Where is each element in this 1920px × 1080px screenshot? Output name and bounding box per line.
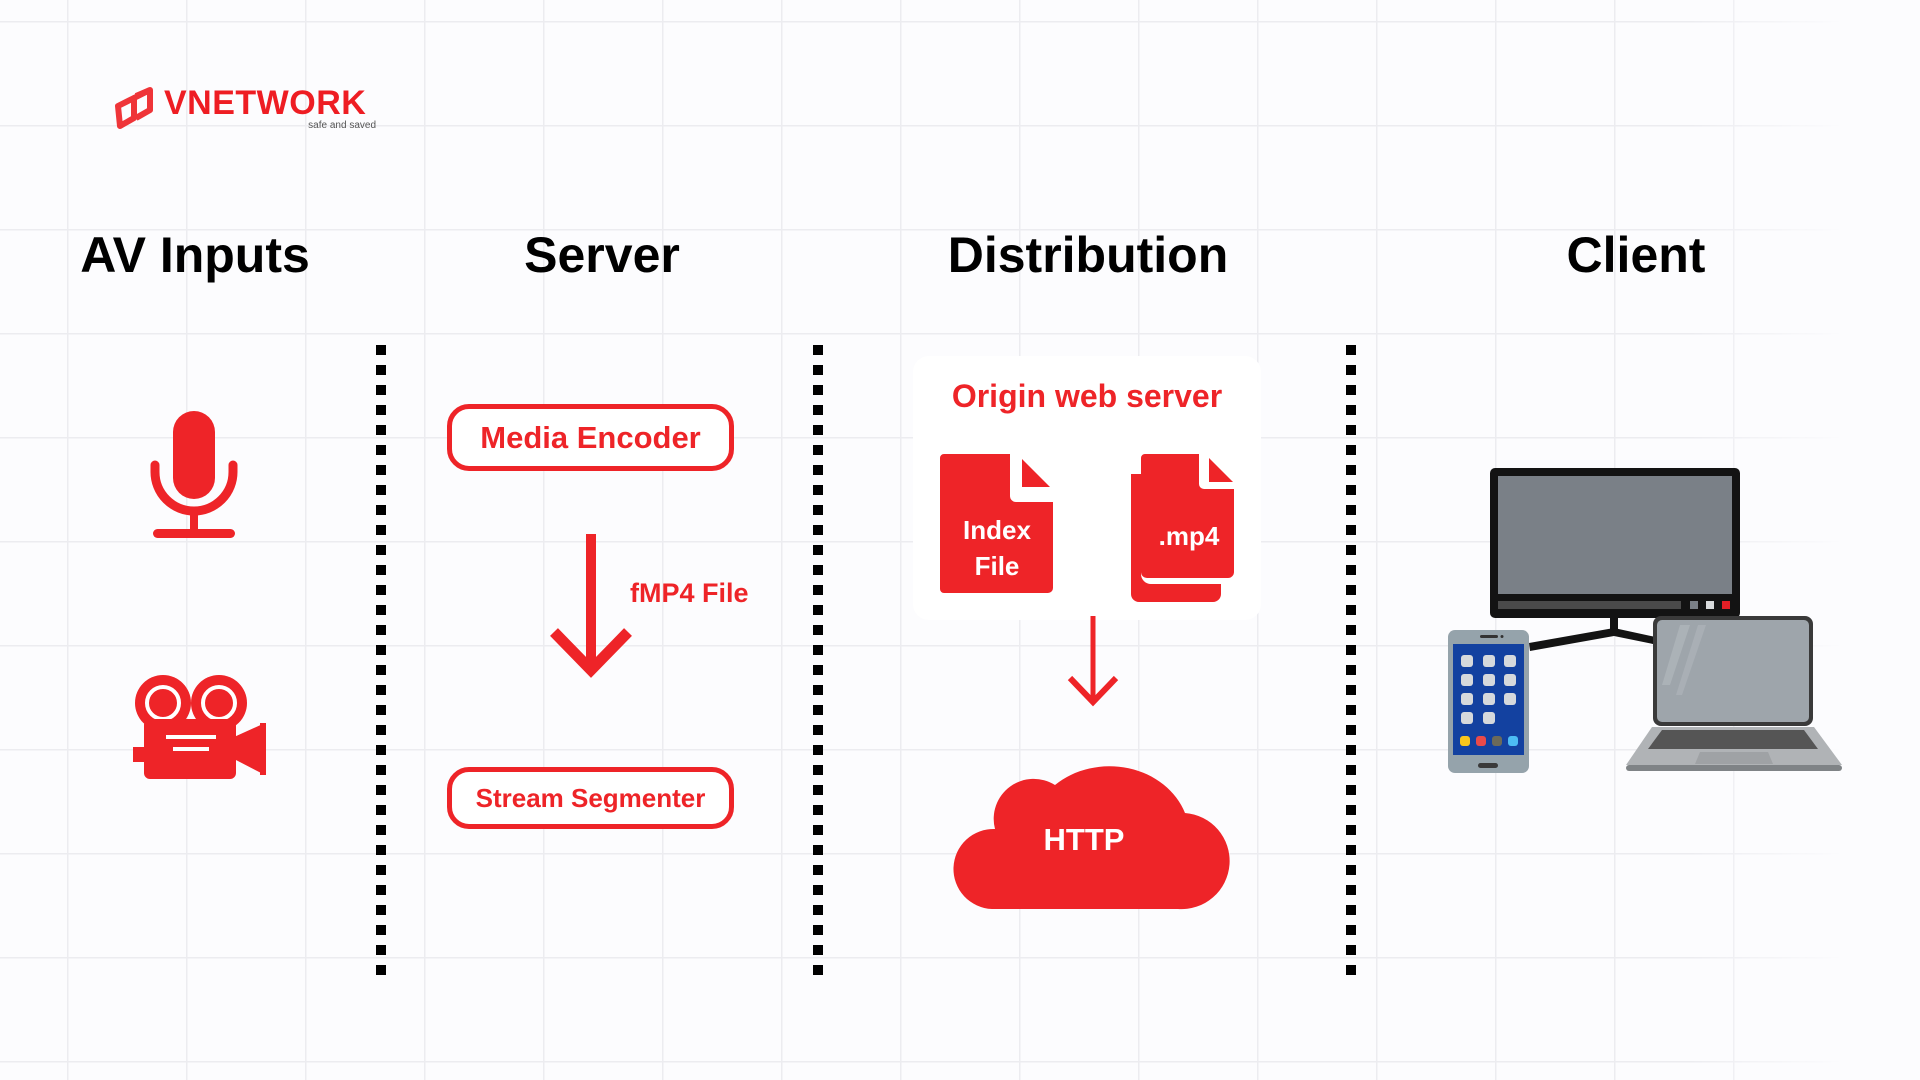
microphone-icon (150, 411, 238, 538)
column-title-av-inputs: AV Inputs (80, 227, 310, 283)
vnetwork-logo-icon (115, 87, 153, 129)
stream-segmenter-box: Stream Segmenter (447, 767, 734, 829)
down-arrow-icon (550, 534, 632, 678)
smartphone-icon (1448, 630, 1529, 773)
media-encoder-box: Media Encoder (447, 404, 734, 471)
http-label: HTTP (1043, 822, 1125, 857)
origin-web-server-panel: Origin web server Index File .mp4 (913, 356, 1261, 620)
column-divider-3 (1346, 345, 1356, 975)
column-divider-1 (376, 345, 386, 975)
video-camera-icon (133, 675, 266, 779)
http-cloud-icon (953, 766, 1230, 910)
column-title-distribution: Distribution (947, 227, 1229, 283)
index-file-icon (940, 454, 1053, 593)
column-divider-2 (813, 345, 823, 975)
index-file-label-line2: File (974, 551, 1020, 581)
fmp4-file-label: fMP4 File (630, 578, 749, 608)
brand-tagline: safe and saved (308, 120, 376, 131)
down-arrow-small-icon (1067, 616, 1119, 707)
column-title-client: Client (1566, 227, 1706, 283)
brand-logo: VNETWORK safe and saved (110, 84, 380, 134)
mp4-file-label: .mp4 (1158, 521, 1220, 551)
column-title-server: Server (524, 227, 680, 283)
client-devices-illustration (1448, 468, 1842, 773)
index-file-label-line1: Index (963, 515, 1031, 545)
desktop-monitor-icon (1490, 468, 1740, 651)
origin-web-server-title: Origin web server (951, 378, 1223, 414)
laptop-icon (1626, 616, 1842, 771)
brand-name: VNETWORK (164, 84, 367, 122)
mp4-files-icon (1131, 454, 1234, 602)
